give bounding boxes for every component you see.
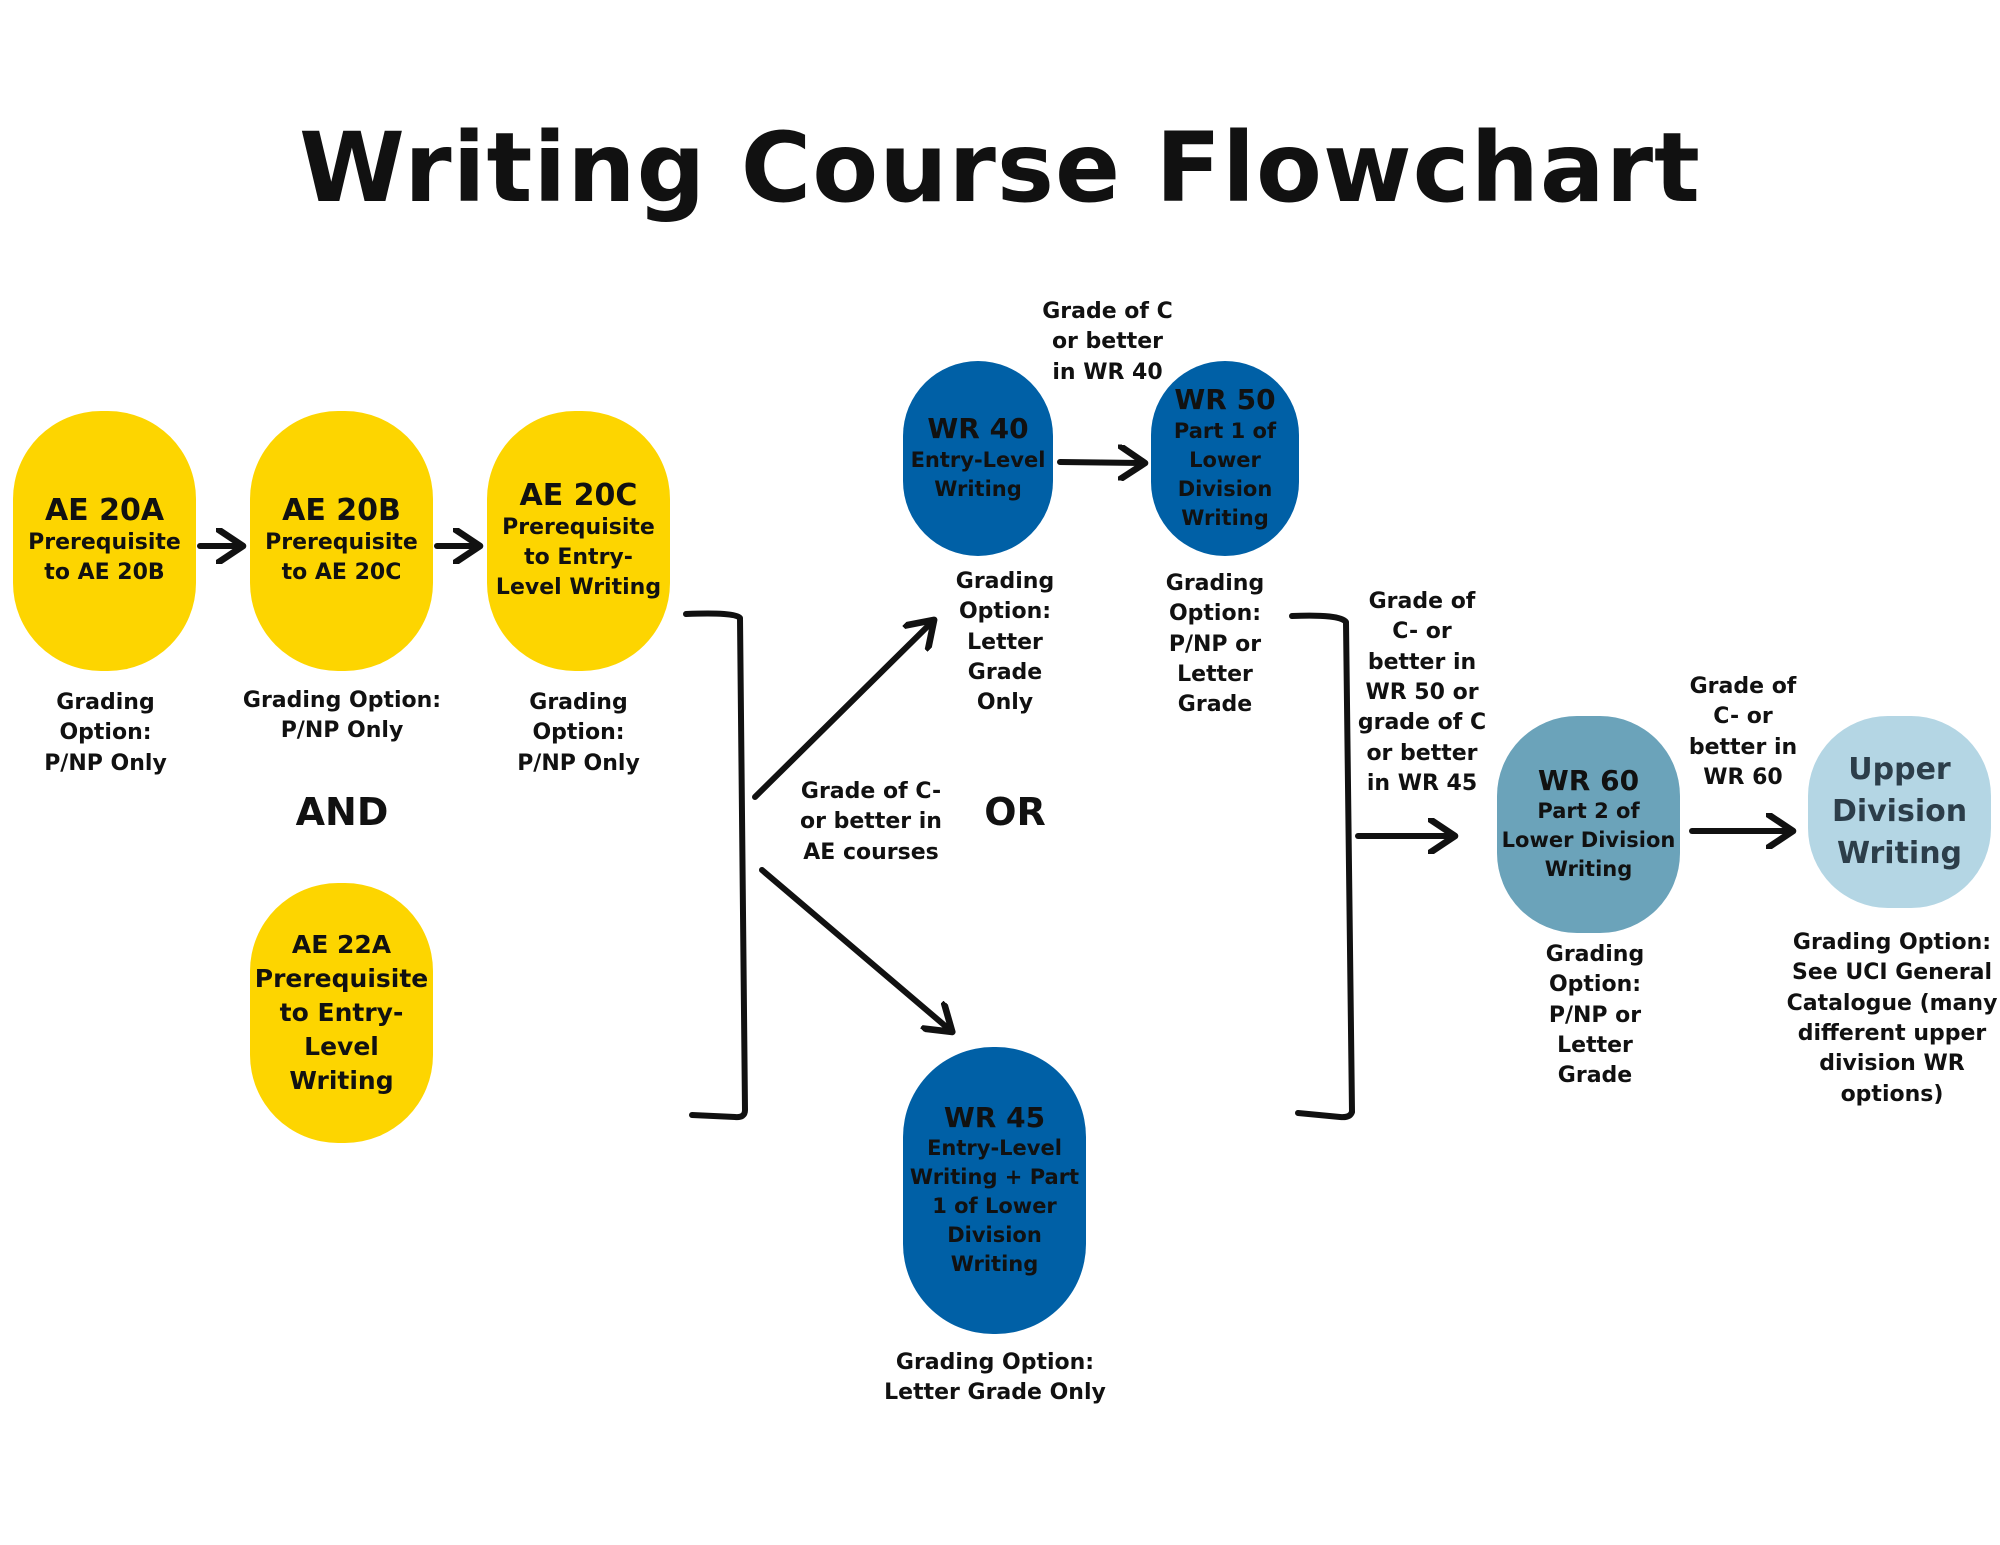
node-ae20a-grading: Grading Option: P/NP Only xyxy=(44,690,167,776)
arrow-wr40-to-wr50 xyxy=(1057,462,1142,463)
node-ae20a-code: AE 20A xyxy=(44,492,165,528)
node-wr60-grading: Grading Option: P/NP or Letter Grade xyxy=(1545,942,1645,1089)
node-wr60-desc: Part 2 of Lower Division Writing xyxy=(1501,799,1676,882)
node-ae20c-code: AE 20C xyxy=(519,477,638,513)
node-ae20c-desc: Prerequisite to Entry-Level Writing xyxy=(495,515,662,601)
node-wr50: WR 50 Part 1 of Lower Division Writing xyxy=(1151,361,1299,556)
node-ae20c-grading: Grading Option: P/NP Only xyxy=(517,690,640,776)
and-label: AND xyxy=(295,790,389,834)
node-ae22a-code: AE 22A xyxy=(291,930,392,959)
node-upper-code: Upper Division Writing xyxy=(1831,752,1968,871)
page-title: Writing Course Flowchart xyxy=(299,112,1701,224)
node-ae22a-desc: Prerequisite to Entry-Level Writing xyxy=(254,964,429,1095)
wr40-to-wr50-label: Grade of C or better in WR 40 xyxy=(1042,299,1173,385)
node-wr60-code: WR 60 xyxy=(1537,763,1640,797)
node-wr40: WR 40 Entry-Level Writing xyxy=(903,361,1053,556)
node-wr50-code: WR 50 xyxy=(1174,383,1276,417)
node-wr45-code: WR 45 xyxy=(943,1100,1046,1134)
node-ae20b: AE 20B Prerequisite to AE 20C xyxy=(250,411,433,671)
to-wr60-label: Grade of C- or better in WR 50 or grade … xyxy=(1357,589,1487,797)
node-wr40-code: WR 40 xyxy=(927,412,1029,446)
node-ae20b-grading: Grading Option: P/NP Only xyxy=(242,688,442,744)
node-wr45: WR 45 Entry-Level Writing + Part 1 of Lo… xyxy=(903,1047,1086,1334)
arrow-to-wr40 xyxy=(752,622,932,800)
bracket-ae-group xyxy=(683,610,748,1121)
node-wr45-grading: Grading Option: Letter Grade Only xyxy=(884,1350,1106,1406)
node-upper-division: Upper Division Writing xyxy=(1808,716,1991,908)
node-wr40-grading: Grading Option: Letter Grade Only xyxy=(955,569,1055,716)
node-upper-grading: Grading Option: See UCI General Catalogu… xyxy=(1786,930,1998,1107)
node-wr40-desc: Entry-Level Writing xyxy=(910,447,1046,501)
node-wr50-grading: Grading Option: P/NP or Letter Grade xyxy=(1165,571,1265,718)
or-label: OR xyxy=(984,790,1046,834)
node-ae20b-desc: Prerequisite to AE 20C xyxy=(265,530,418,586)
node-wr60: WR 60 Part 2 of Lower Division Writing xyxy=(1497,716,1680,933)
wr60-to-upper-label: Grade of C- or better in WR 60 xyxy=(1688,674,1798,791)
node-ae22a: AE 22A Prerequisite to Entry-Level Writi… xyxy=(250,883,433,1143)
arrow-to-wr45 xyxy=(759,867,950,1030)
node-ae20c: AE 20C Prerequisite to Entry-Level Writi… xyxy=(487,411,670,671)
node-ae20b-code: AE 20B xyxy=(282,492,401,528)
node-wr50-desc: Part 1 of Lower Division Writing xyxy=(1173,418,1277,530)
ae-to-wr-label: Grade of C- or better in AE courses xyxy=(800,779,942,865)
node-ae20a-desc: Prerequisite to AE 20B xyxy=(28,530,181,586)
bracket-wr-group xyxy=(1289,612,1355,1121)
node-wr45-desc: Entry-Level Writing + Part 1 of Lower Di… xyxy=(909,1136,1080,1277)
node-ae20a: AE 20A Prerequisite to AE 20B xyxy=(13,411,196,671)
